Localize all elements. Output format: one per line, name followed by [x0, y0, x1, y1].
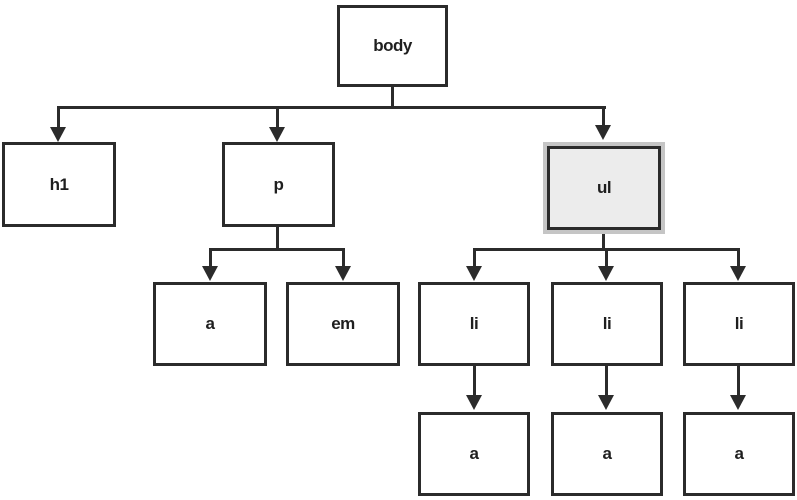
node-li-1: li — [418, 282, 530, 366]
arrowhead-to-li2 — [598, 266, 614, 281]
node-h1: h1 — [2, 142, 116, 227]
connector-arm-a — [209, 248, 212, 267]
arrowhead-to-a — [202, 266, 218, 281]
node-li-3: li — [683, 282, 795, 366]
connector-arm-p — [276, 106, 279, 128]
node-li-3-label: li — [734, 314, 744, 333]
connector-p-hbar — [209, 248, 345, 251]
connector-arm-li1 — [473, 248, 476, 267]
arrowhead-to-em — [335, 266, 351, 281]
node-body-label: body — [373, 36, 412, 55]
connector-ul-stem — [602, 234, 605, 251]
node-li-2: li — [551, 282, 663, 366]
connector-arm-h1 — [57, 106, 60, 128]
connector-body-hbar — [57, 106, 606, 109]
node-p: p — [222, 142, 335, 227]
arrowhead-to-a2 — [598, 395, 614, 410]
node-body: body — [337, 5, 448, 87]
arrowhead-to-h1 — [50, 127, 66, 142]
arrowhead-to-li3 — [730, 266, 746, 281]
node-a-label: a — [205, 314, 215, 333]
arrowhead-to-ul — [595, 125, 611, 140]
connector-li3-stem — [737, 366, 740, 397]
node-a3-label: a — [734, 444, 744, 463]
node-em-label: em — [331, 314, 355, 333]
arrowhead-to-a1 — [466, 395, 482, 410]
node-a-under-p: a — [153, 282, 267, 366]
node-p-label: p — [273, 174, 284, 194]
node-li-2-label: li — [602, 314, 612, 333]
node-a2-label: a — [602, 444, 612, 463]
connector-arm-li2 — [605, 248, 608, 267]
connector-arm-ul — [602, 106, 605, 127]
node-li-1-label: li — [469, 314, 479, 333]
arrowhead-to-li1 — [466, 266, 482, 281]
node-ul-highlighted: ul — [547, 146, 661, 230]
arrowhead-to-a3 — [730, 395, 746, 410]
node-a-under-li-3: a — [683, 412, 795, 496]
connector-body-stem — [391, 85, 394, 109]
connector-p-stem — [276, 227, 279, 251]
node-ul-label: ul — [596, 178, 612, 197]
connector-li1-stem — [473, 366, 476, 397]
arrowhead-to-p — [269, 127, 285, 142]
node-a-under-li-2: a — [551, 412, 663, 496]
connector-arm-li3 — [737, 248, 740, 267]
connector-arm-em — [342, 248, 345, 267]
node-a-under-li-1: a — [418, 412, 530, 496]
node-a1-label: a — [469, 444, 479, 463]
connector-li2-stem — [605, 366, 608, 397]
node-h1-label: h1 — [49, 174, 69, 194]
node-em: em — [286, 282, 400, 366]
